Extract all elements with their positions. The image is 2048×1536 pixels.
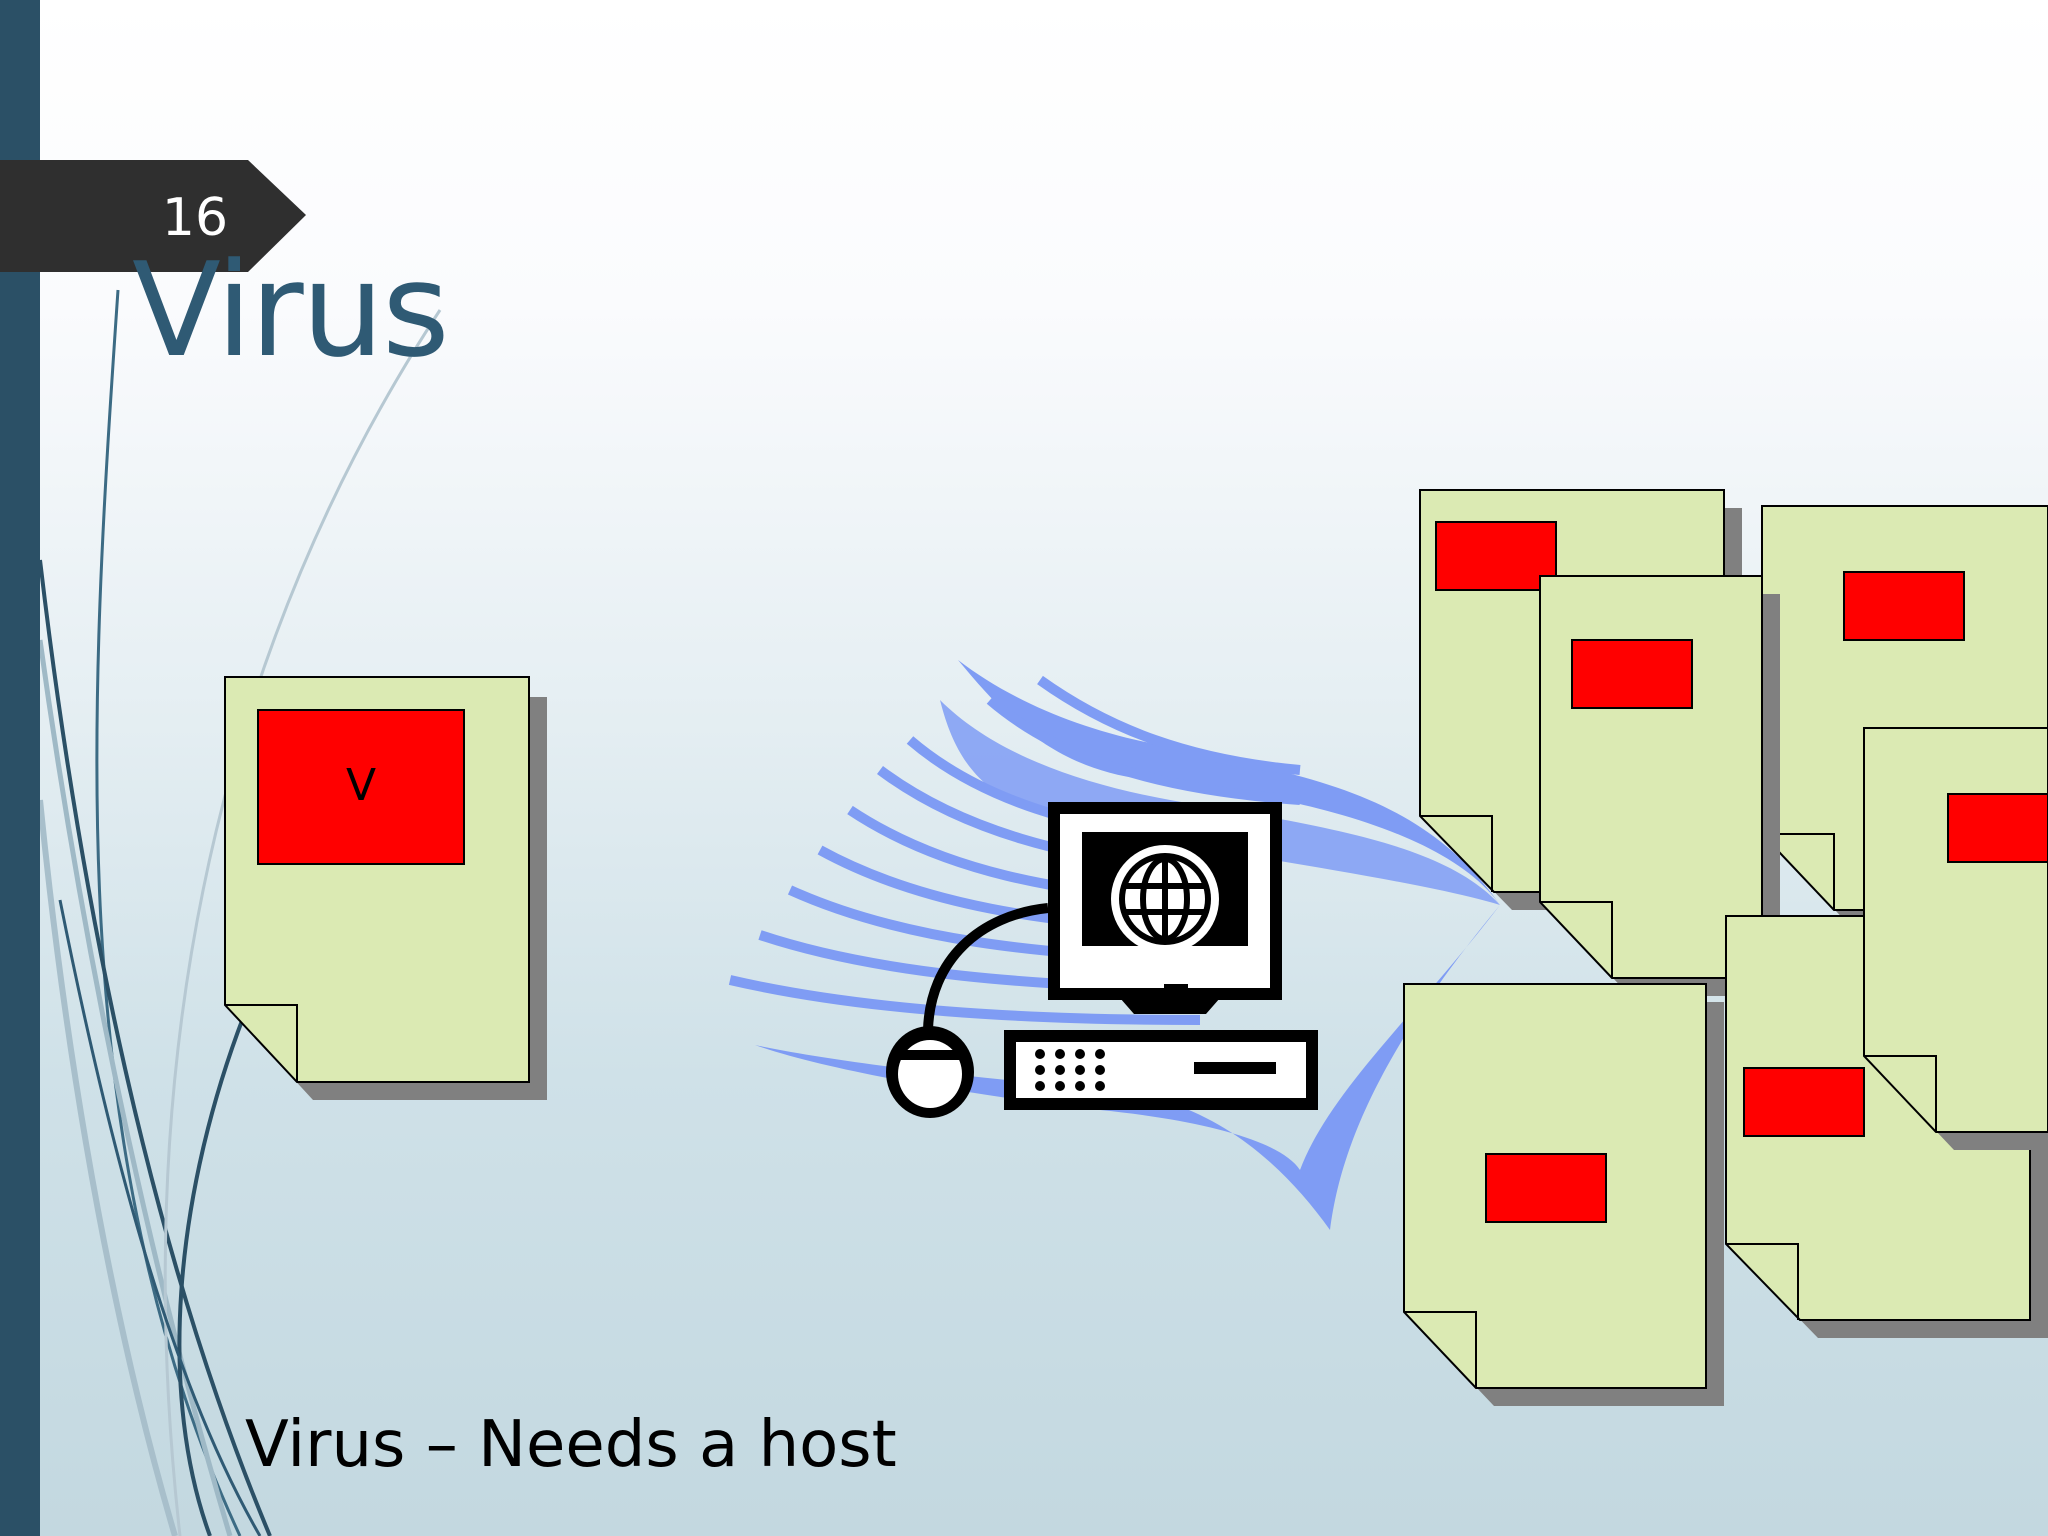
slide-number-tab xyxy=(0,160,306,272)
infected-host-file xyxy=(224,676,547,1100)
infected-file xyxy=(1403,983,1724,1406)
slide-title: Virus xyxy=(132,234,450,386)
infected-file xyxy=(1863,727,2048,1150)
keyboard-icon xyxy=(1004,1030,1318,1110)
infected-file xyxy=(1539,575,1780,996)
virus-code-block xyxy=(257,709,465,865)
slide-caption: Virus – Needs a host xyxy=(245,1408,897,1482)
virus-label: V xyxy=(345,759,377,811)
mouse-icon xyxy=(886,903,1049,1118)
slide-number: 16 xyxy=(161,188,229,248)
computer-with-globe-icon xyxy=(1048,802,1282,1014)
